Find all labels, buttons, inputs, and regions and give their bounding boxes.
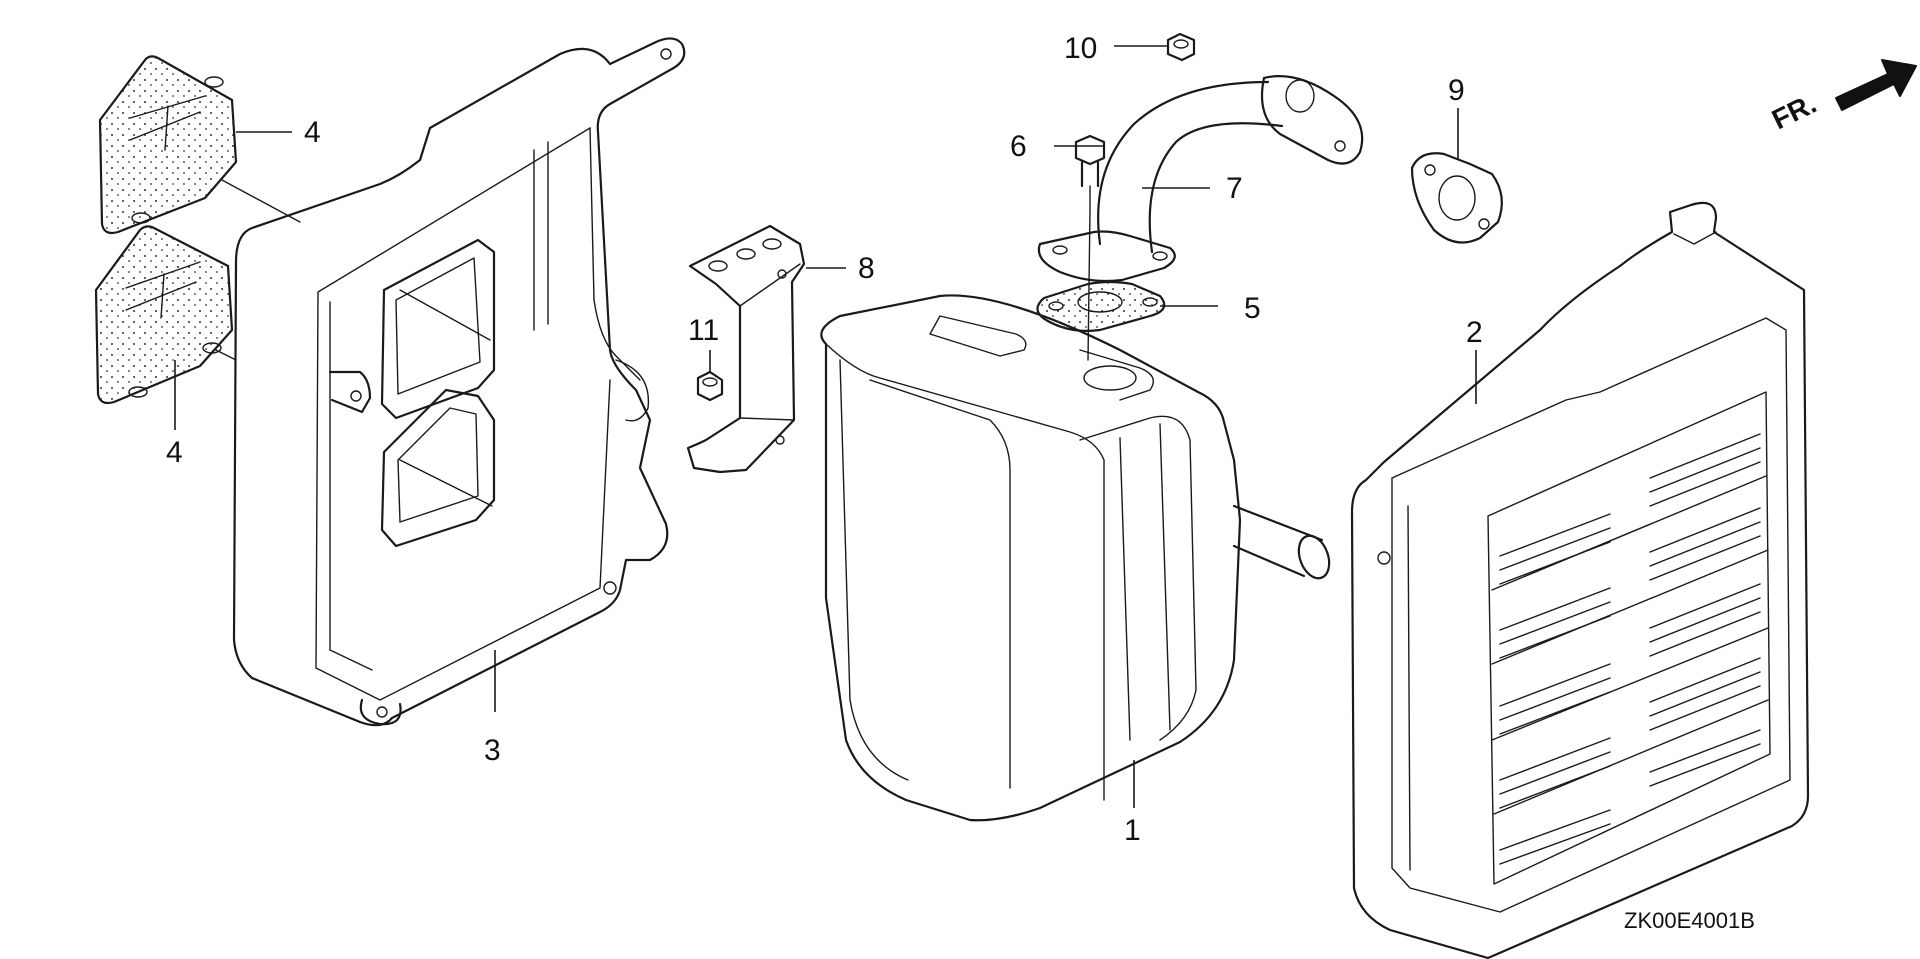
exhaust-gasket — [1036, 280, 1166, 332]
callout-4-lower-plate: 4 — [166, 436, 183, 469]
front-direction-label: FR. — [1767, 88, 1821, 136]
front-cover — [1350, 201, 1810, 959]
leader-lines — [174, 45, 1477, 808]
callout-2-front-cover: 2 — [1466, 316, 1483, 349]
callout-5-gasket: 5 — [1244, 292, 1261, 325]
pipe-gasket — [1410, 152, 1503, 244]
callout-1-muffler: 1 — [1124, 814, 1141, 847]
front-direction-arrow: FR. — [1767, 59, 1917, 136]
heat-plate-lower — [94, 225, 234, 405]
callout-3-rear-shroud: 3 — [484, 734, 501, 767]
exhaust-pipe — [1037, 75, 1364, 283]
heat-plate-upper — [98, 55, 238, 235]
nut-10 — [1166, 32, 1196, 62]
muffler-bracket — [686, 224, 806, 474]
nut-11 — [696, 370, 724, 402]
callout-6-bolt: 6 — [1010, 130, 1027, 163]
callout-8-bracket: 8 — [858, 252, 875, 285]
callout-4-upper-plate: 4 — [304, 116, 321, 149]
diagram-code: ZK00E4001B — [1624, 908, 1755, 933]
callout-9-pipe-gasket: 9 — [1448, 74, 1465, 107]
callout-7-exhaust-pipe: 7 — [1226, 172, 1243, 205]
rear-shroud — [232, 37, 686, 727]
muffler — [820, 294, 1331, 822]
louvre-slots — [1499, 433, 1761, 865]
callout-11-nut: 11 — [688, 314, 719, 347]
callout-10-nut: 10 — [1064, 32, 1097, 65]
bolt-6 — [1074, 134, 1106, 361]
